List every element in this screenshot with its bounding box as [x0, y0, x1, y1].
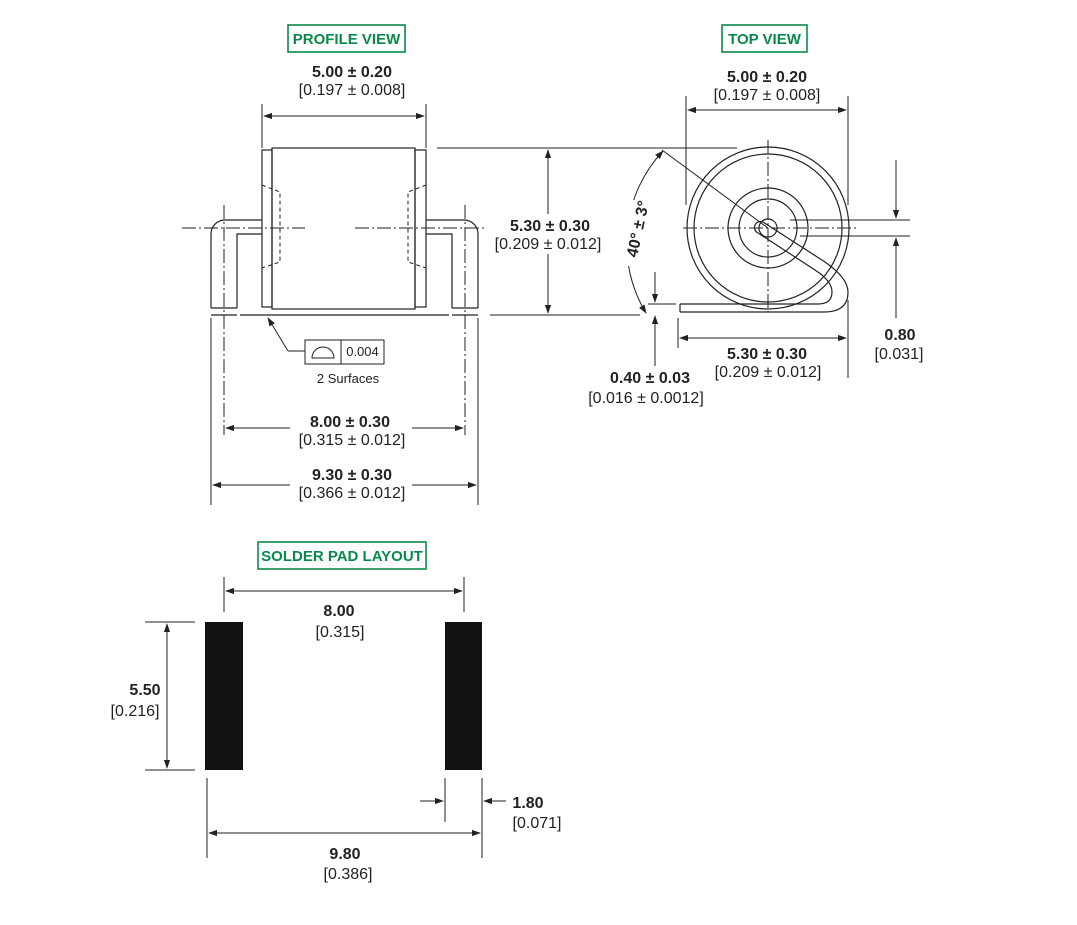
- svg-text:[0.315]: [0.315]: [316, 624, 365, 641]
- svg-text:0.80: 0.80: [884, 327, 915, 344]
- profile-inner-width-dimension: 8.00 ± 0.30 [0.315 ± 0.012]: [225, 414, 464, 449]
- solder-pad-right: [445, 622, 482, 770]
- lead-right-profile: [426, 219, 479, 316]
- solder-pad-left: [205, 622, 243, 770]
- svg-text:[0.209 ± 0.012]: [0.209 ± 0.012]: [715, 364, 822, 381]
- top-centerlines: [683, 140, 858, 312]
- pad-height-dimension: 5.50 [0.216]: [104, 621, 195, 771]
- lead-wire-top: [679, 220, 849, 313]
- svg-text:0.40 ± 0.03: 0.40 ± 0.03: [610, 370, 690, 387]
- svg-text:[0.216]: [0.216]: [111, 703, 160, 720]
- lead-length-dimension: 5.30 ± 0.30 [0.209 ± 0.012]: [677, 300, 849, 381]
- svg-text:5.30 ± 0.30: 5.30 ± 0.30: [510, 218, 590, 235]
- svg-text:5.30 ± 0.30: 5.30 ± 0.30: [727, 346, 807, 363]
- profile-top-width-dimension: 5.00 ± 0.20 [0.197 ± 0.008]: [261, 64, 427, 148]
- pad-outer-span-dimension: 9.80 [0.386]: [206, 778, 481, 883]
- pad-width-dimension: 1.80 [0.071]: [420, 778, 561, 858]
- svg-text:5.50: 5.50: [129, 682, 160, 699]
- svg-text:5.00 ± 0.20: 5.00 ± 0.20: [312, 64, 392, 81]
- svg-text:TOP VIEW: TOP VIEW: [728, 31, 802, 48]
- lead-thickness-dimension: 0.40 ± 0.03 [0.016 ± 0.0012]: [588, 272, 704, 407]
- profile-overall-width-dimension: 9.30 ± 0.30 [0.366 ± 0.012]: [210, 318, 479, 505]
- svg-text:[0.197 ± 0.008]: [0.197 ± 0.008]: [299, 82, 406, 99]
- angle-dimension: 40° ± 3°: [624, 149, 769, 314]
- svg-text:[0.386]: [0.386]: [324, 866, 373, 883]
- svg-text:[0.071]: [0.071]: [513, 815, 562, 832]
- profile-view: PROFILE VIEW 5.00 ± 0.20 [0.197 ± 0.008]: [182, 24, 737, 505]
- solder-pad-banner: SOLDER PAD LAYOUT: [257, 541, 427, 570]
- profile-view-banner: PROFILE VIEW: [287, 24, 406, 53]
- profile-height-dimension: 5.30 ± 0.30 [0.209 ± 0.012]: [437, 147, 737, 316]
- svg-text:[0.031]: [0.031]: [875, 346, 924, 363]
- svg-text:[0.016 ± 0.0012]: [0.016 ± 0.0012]: [588, 390, 704, 407]
- svg-text:9.30 ± 0.30: 9.30 ± 0.30: [312, 467, 392, 484]
- svg-text:8.00: 8.00: [323, 603, 354, 620]
- svg-text:[0.315 ± 0.012]: [0.315 ± 0.012]: [299, 432, 406, 449]
- svg-text:[0.197 ± 0.008]: [0.197 ± 0.008]: [714, 87, 821, 104]
- svg-text:PROFILE VIEW: PROFILE VIEW: [293, 31, 401, 48]
- flatness-callout: 0.004 2 Surfaces: [267, 317, 385, 386]
- svg-text:[0.209 ± 0.012]: [0.209 ± 0.012]: [495, 236, 602, 253]
- svg-text:1.80: 1.80: [512, 795, 543, 812]
- svg-text:9.80: 9.80: [329, 846, 360, 863]
- pad-inner-span-dimension: 8.00 [0.315]: [223, 577, 465, 641]
- flatness-value: 0.004: [346, 344, 379, 359]
- top-view-banner: TOP VIEW: [721, 24, 808, 53]
- top-diameter-dimension: 5.00 ± 0.20 [0.197 ± 0.008]: [685, 69, 849, 205]
- lead-width-dimension: 0.80 [0.031]: [790, 160, 923, 363]
- svg-text:5.00 ± 0.20: 5.00 ± 0.20: [727, 69, 807, 86]
- flatness-note: 2 Surfaces: [317, 371, 380, 386]
- svg-text:SOLDER PAD LAYOUT: SOLDER PAD LAYOUT: [261, 548, 423, 565]
- solder-pad-layout: SOLDER PAD LAYOUT 8.00 [0.315] 5.50 [0.2…: [104, 541, 561, 883]
- profile-centerlines: [182, 205, 505, 435]
- lead-left-profile: [210, 219, 262, 316]
- svg-text:8.00 ± 0.30: 8.00 ± 0.30: [310, 414, 390, 431]
- profile-of-surface-icon: [311, 346, 335, 359]
- svg-text:[0.366 ± 0.012]: [0.366 ± 0.012]: [299, 485, 406, 502]
- top-view: TOP VIEW 5.00 ± 0.20 [0.197 ± 0.008]: [588, 24, 923, 407]
